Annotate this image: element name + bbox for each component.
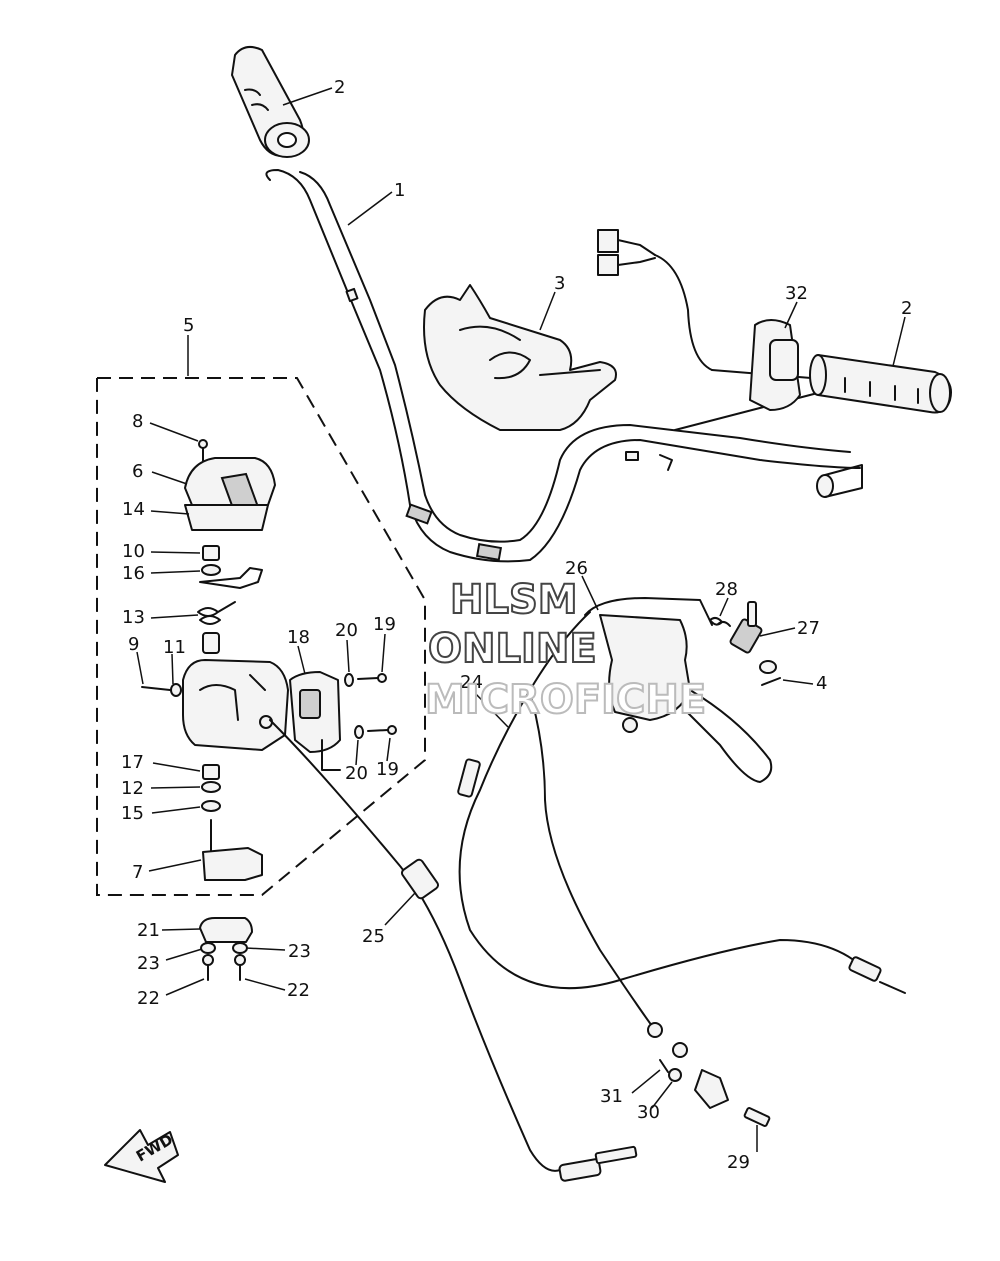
callout-19: 19 xyxy=(373,614,396,635)
callout-16: 16 xyxy=(122,563,145,584)
leader-lines xyxy=(136,87,906,1152)
callout-22: 22 xyxy=(137,988,160,1009)
connector-plug xyxy=(597,229,619,253)
handlebar-marker xyxy=(625,451,639,461)
handlebar xyxy=(265,169,863,563)
callout-23: 23 xyxy=(137,953,160,974)
left-grip xyxy=(231,45,310,158)
callout-18: 18 xyxy=(287,627,310,648)
right-switch-assembly xyxy=(597,229,861,431)
callout-4: 4 xyxy=(816,673,827,694)
connector-plug xyxy=(597,254,619,276)
watermark-line-2: ONLINE xyxy=(428,626,597,672)
callout-14: 14 xyxy=(122,499,145,520)
callout-22: 22 xyxy=(287,980,310,1001)
callout-28: 28 xyxy=(715,579,738,600)
callout-30: 30 xyxy=(637,1102,660,1123)
callout-2: 2 xyxy=(334,77,345,98)
callout-13: 13 xyxy=(122,607,145,628)
callout-20: 20 xyxy=(335,620,358,641)
callout-24: 24 xyxy=(460,672,483,693)
callout-20: 20 xyxy=(345,763,368,784)
assembly-group-box xyxy=(96,377,426,896)
watermark-line-3: MICROFICHE xyxy=(425,677,706,723)
watermark-line-1: HLSM xyxy=(450,577,578,623)
callout-17: 17 xyxy=(121,752,144,773)
callout-5: 5 xyxy=(183,315,194,336)
callout-1: 1 xyxy=(394,180,405,201)
callout-7: 7 xyxy=(132,862,143,883)
brake-lever-assembly xyxy=(584,597,781,783)
handlebar-cover xyxy=(423,284,617,431)
callout-6: 6 xyxy=(132,461,143,482)
cables xyxy=(269,611,906,1182)
callout-labels: 2 1 3 32 2 5 8 6 14 10 16 13 9 11 18 20 … xyxy=(121,77,912,1173)
callout-23: 23 xyxy=(288,941,311,962)
fwd-arrow-icon: FWD xyxy=(104,1129,179,1183)
callout-3: 3 xyxy=(554,273,565,294)
callout-9: 9 xyxy=(128,634,139,655)
callout-25: 25 xyxy=(362,926,385,947)
callout-19: 19 xyxy=(376,759,399,780)
left-switch-parts xyxy=(141,439,397,881)
callout-12: 12 xyxy=(121,778,144,799)
callout-31: 31 xyxy=(600,1086,623,1107)
clamp-parts xyxy=(199,917,253,981)
right-grip xyxy=(809,354,952,414)
watermark: HLSM ONLINE MICROFICHE xyxy=(424,576,707,724)
callout-11: 11 xyxy=(163,637,186,658)
handlebar-band xyxy=(405,503,433,525)
callout-32: 32 xyxy=(785,283,808,304)
callout-26: 26 xyxy=(565,558,588,579)
handlebar-band xyxy=(475,543,503,561)
callout-21: 21 xyxy=(137,920,160,941)
callout-27: 27 xyxy=(797,618,820,639)
handlebar-end xyxy=(816,474,834,498)
callout-10: 10 xyxy=(122,541,145,562)
callout-2: 2 xyxy=(901,298,912,319)
callout-29: 29 xyxy=(727,1152,750,1173)
callout-15: 15 xyxy=(121,803,144,824)
callout-8: 8 xyxy=(132,411,143,432)
